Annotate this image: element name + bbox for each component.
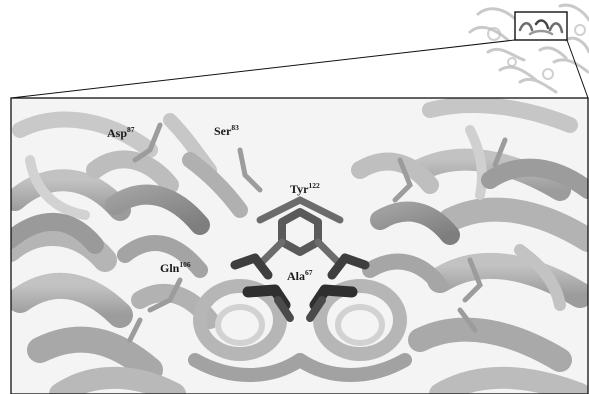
residue-label-tyr: Tyr122 [290,183,320,195]
zoom-line-left [11,40,515,98]
residue-label-asp: Asp87 [107,127,135,139]
residue-name: Ala [287,269,305,283]
residue-number: 67 [305,268,313,277]
zoomed-panel [10,98,588,394]
residue-number: 83 [231,123,239,132]
residue-name: Asp [107,126,127,140]
residue-label-ser: Ser83 [214,125,239,137]
residue-number: 122 [308,181,319,190]
residue-number: 106 [179,260,190,269]
residue-name: Tyr [290,182,308,196]
overview-thumbnail [470,5,589,92]
residue-name: Ser [214,124,231,138]
residue-label-ala: Ala67 [287,270,313,282]
residue-number: 87 [127,125,135,134]
residue-name: Gln [160,261,179,275]
residue-label-gln: Gln106 [160,262,191,274]
